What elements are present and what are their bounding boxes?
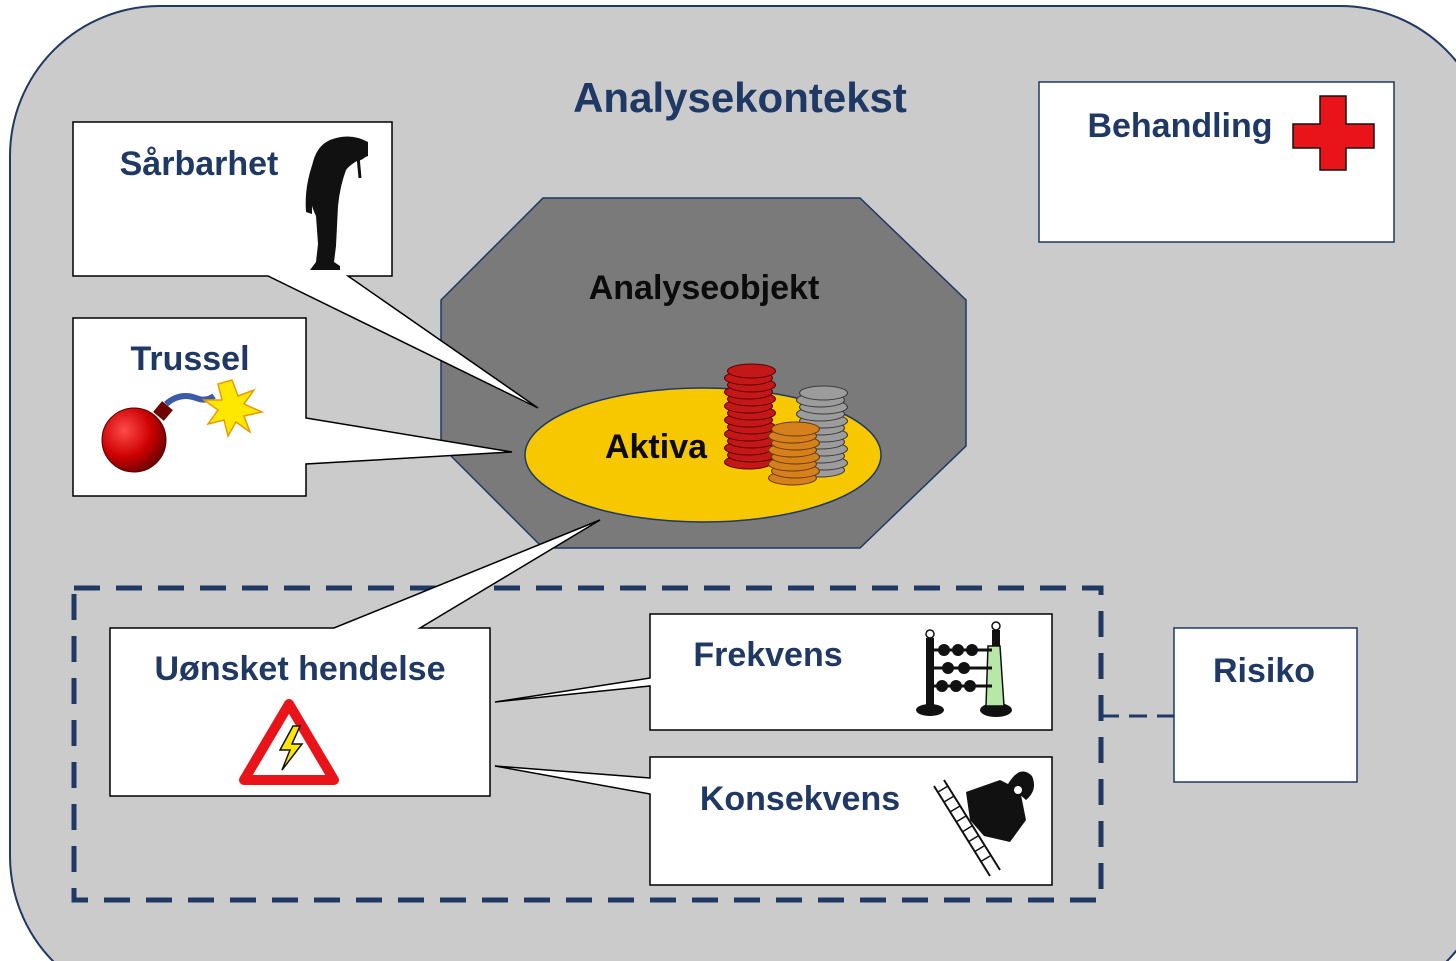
consequence-callout <box>494 756 1053 886</box>
threat-label: Trussel <box>130 340 249 378</box>
treatment-label: Behandling <box>1087 107 1272 145</box>
frequency-callout <box>494 613 1053 731</box>
falling-ladder-icon <box>933 771 1034 877</box>
coin <box>727 363 776 379</box>
red-cross-icon <box>1292 95 1375 171</box>
asset-label: Aktiva <box>605 428 708 466</box>
risk-box <box>1173 627 1358 783</box>
coin <box>799 385 848 401</box>
vulnerability-callout <box>72 121 539 409</box>
coin-stacks-icon <box>724 363 848 486</box>
risk-label: Risiko <box>1213 652 1315 690</box>
warning-triangle-icon <box>239 699 339 785</box>
asset-ellipse <box>524 387 882 523</box>
risk-group-frame <box>71 585 1104 903</box>
consequence-label: Konsekvens <box>700 780 900 818</box>
unwanted-incident-callout <box>109 519 601 797</box>
analysis-context-title: Analysekontekst <box>573 74 907 121</box>
bomb-icon <box>101 379 265 473</box>
coin <box>771 421 820 437</box>
abacus-icon <box>916 621 1012 717</box>
vulnerability-label: Sårbarhet <box>120 145 279 183</box>
analysis-object-title: Analyseobjekt <box>589 269 820 307</box>
hunched-person-icon <box>305 136 368 270</box>
unwanted-incident-label: Uønsket hendelse <box>155 650 446 688</box>
frequency-label: Frekvens <box>693 636 842 674</box>
threat-callout <box>72 317 513 497</box>
